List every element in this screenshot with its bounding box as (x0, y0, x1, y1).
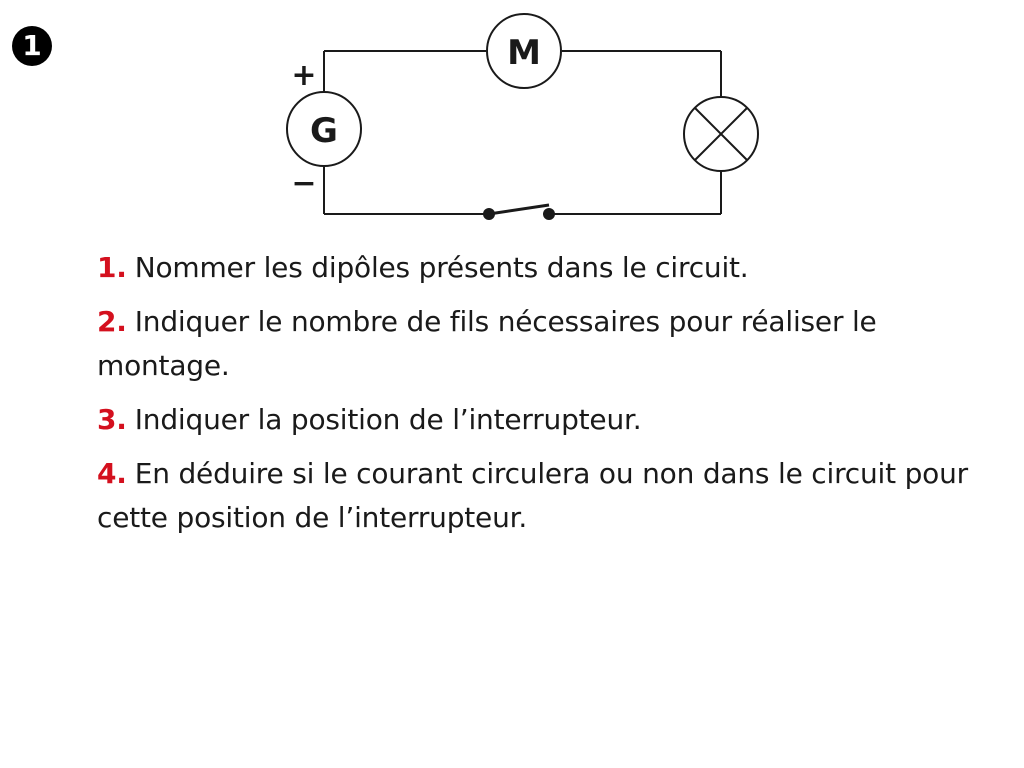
question-number: 4. (97, 457, 127, 490)
switch-symbol (483, 203, 555, 220)
motor-label: M (507, 33, 541, 73)
question-item: 1.Nommer les dipôles présents dans le ci… (97, 246, 977, 290)
question-item: 4.En déduire si le courant circulera ou … (97, 452, 977, 540)
question-text: En déduire si le courant circulera ou no… (97, 457, 968, 534)
exercise-number-badge: 1 (12, 26, 52, 66)
lamp-symbol (683, 96, 759, 172)
motor-symbol (486, 13, 562, 89)
question-number: 3. (97, 403, 127, 436)
question-number: 2. (97, 305, 127, 338)
generator-label: G (310, 111, 338, 151)
question-number: 1. (97, 251, 127, 284)
question-list: 1.Nommer les dipôles présents dans le ci… (97, 246, 977, 550)
circuit-diagram: G + − M (286, 13, 759, 220)
question-item: 3.Indiquer la position de l’interrupteur… (97, 398, 977, 442)
question-text: Nommer les dipôles présents dans le circ… (134, 251, 749, 284)
generator-plus-sign: + (291, 58, 316, 93)
question-text: Indiquer la position de l’interrupteur. (134, 403, 642, 436)
question-text: Indiquer le nombre de fils nécessaires p… (97, 305, 877, 382)
generator-minus-sign: − (291, 166, 316, 201)
question-item: 2.Indiquer le nombre de fils nécessaires… (97, 300, 977, 388)
generator-symbol (286, 91, 362, 167)
